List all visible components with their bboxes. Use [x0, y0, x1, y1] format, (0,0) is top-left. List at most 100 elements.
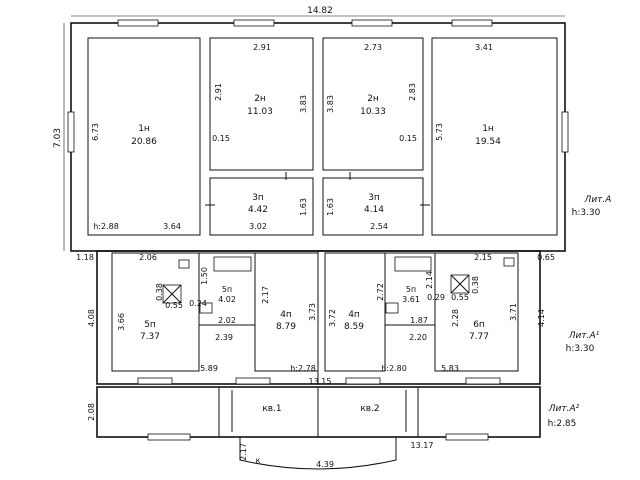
- room-area: 4.02: [218, 295, 236, 304]
- dim-label: 2.08: [87, 403, 96, 421]
- dim-label: 3.71: [509, 303, 518, 321]
- room-number: 5п: [144, 320, 156, 330]
- sink-right: [385, 302, 399, 314]
- room-5p-left-outline: [111, 252, 200, 372]
- dim-label: 3.66: [117, 313, 126, 331]
- room-area: 7.77: [469, 332, 489, 342]
- room-area: 19.54: [475, 137, 501, 147]
- dim-label: 6.73: [91, 123, 100, 141]
- dim-label: 3.73: [308, 303, 317, 321]
- dim-label: 2.17: [239, 443, 248, 461]
- window-side-right: [561, 111, 569, 153]
- stove-right-x2: [450, 274, 470, 294]
- window-a1-2: [235, 377, 271, 385]
- dim-label: 1.18: [76, 253, 94, 262]
- dim-label: 0.38: [155, 283, 164, 301]
- dim-label: h:2.88: [93, 222, 119, 231]
- balcony-bay: [239, 437, 397, 470]
- dim-label: 2.17: [261, 286, 270, 304]
- dim-label: 0.15: [212, 134, 230, 143]
- room-number: 5п: [406, 285, 416, 294]
- dim-label: h:2.78: [290, 364, 316, 373]
- apartment-2-label: кв.2: [360, 404, 379, 414]
- room-area: 20.86: [131, 137, 157, 147]
- dim-label: 0.24: [189, 299, 207, 308]
- room-area: 8.79: [276, 322, 296, 332]
- lit-a-height: h:3.30: [572, 208, 601, 218]
- window-top-1: [117, 19, 159, 27]
- dim-label: 3.64: [163, 222, 181, 231]
- room-area: 4.42: [248, 205, 268, 215]
- dim-label: 13.15: [309, 377, 332, 386]
- room-2n-right-outline: [322, 37, 424, 171]
- dim-label: 3.41: [475, 43, 493, 52]
- duct-left: [178, 259, 190, 269]
- room-area: 4.14: [364, 205, 384, 215]
- room-number: 4п: [280, 310, 292, 320]
- room-4p-left-outline: [254, 252, 319, 372]
- window-top-4: [451, 19, 493, 27]
- dim-label: 0.55: [165, 301, 183, 310]
- dim-label: 0.29: [427, 293, 445, 302]
- lit-a1-name: Лит.А¹: [568, 331, 600, 341]
- dim-label: 5.89: [200, 364, 218, 373]
- dim-label: 2.54: [370, 222, 388, 231]
- dim-label: 1.63: [326, 198, 335, 216]
- room-3p-right-outline: [322, 177, 424, 236]
- dim-label: 4.39: [316, 460, 334, 469]
- lit-a1-height: h:3.30: [566, 344, 595, 354]
- room-2n-left-outline: [209, 37, 314, 171]
- dim-label: 4.08: [87, 309, 96, 327]
- dim-label: 0.65: [537, 253, 555, 262]
- window-top-3: [351, 19, 393, 27]
- room-4p-right-outline: [324, 252, 386, 372]
- dim-label: 0.15: [399, 134, 417, 143]
- lit-a-name: Лит.А: [584, 195, 612, 205]
- window-a1-3: [345, 377, 381, 385]
- dim-label: 2.72: [376, 283, 385, 301]
- room-6p-right-outline: [434, 252, 519, 372]
- window-a2-1: [147, 433, 191, 441]
- room-number: 5п: [222, 285, 232, 294]
- dim-label: 2.91: [253, 43, 271, 52]
- room-area: 3.61: [402, 295, 420, 304]
- bathtub-left: [213, 256, 252, 272]
- dimension-labels: 2.91 2.73 3.41 6.73 2.91 3.83 3.83 2.83 …: [76, 43, 555, 469]
- sink-left: [199, 302, 213, 314]
- dim-label: 2.91: [214, 83, 223, 101]
- dim-label: 2.73: [364, 43, 382, 52]
- lit-a2-name: Лит.А²: [548, 404, 580, 414]
- dim-label: 0.55: [451, 293, 469, 302]
- dim-label: 13.17: [411, 441, 434, 450]
- dim-label: 2.02: [218, 316, 236, 325]
- dim-label: 2.15: [474, 253, 492, 262]
- dim-label: 5.83: [441, 364, 459, 373]
- overall-left-height: 7.03: [53, 128, 63, 148]
- dim-label: 2.39: [215, 333, 233, 342]
- room-number: 3п: [252, 193, 264, 203]
- room-number: 1н: [138, 124, 150, 134]
- room-area: 8.59: [344, 322, 364, 332]
- dim-label: 4.14: [537, 309, 546, 327]
- dim-label: 1.63: [299, 198, 308, 216]
- overall-top-length: 14.82: [307, 6, 333, 16]
- room-number: 2н: [367, 94, 379, 104]
- dim-label: h:2.80: [381, 364, 407, 373]
- window-top-2: [233, 19, 275, 27]
- room-1n-right-outline: [431, 37, 558, 236]
- room-number: 3п: [368, 193, 380, 203]
- lit-a2-height: h:2.85: [548, 419, 577, 429]
- dim-label: 2.14: [425, 271, 434, 289]
- window-a1-1: [137, 377, 173, 385]
- stove-left-x2: [162, 284, 182, 304]
- dim-label: 5.73: [435, 123, 444, 141]
- dim-label: 2.06: [139, 253, 157, 262]
- room-number: 2н: [254, 94, 266, 104]
- dim-label: 0.38: [471, 276, 480, 294]
- apartment-1-label: кв.1: [262, 404, 281, 414]
- room-number: 4п: [348, 310, 360, 320]
- room-3p-left-outline: [209, 177, 314, 236]
- dim-label: 3.83: [299, 95, 308, 113]
- room-number: 6п: [473, 320, 485, 330]
